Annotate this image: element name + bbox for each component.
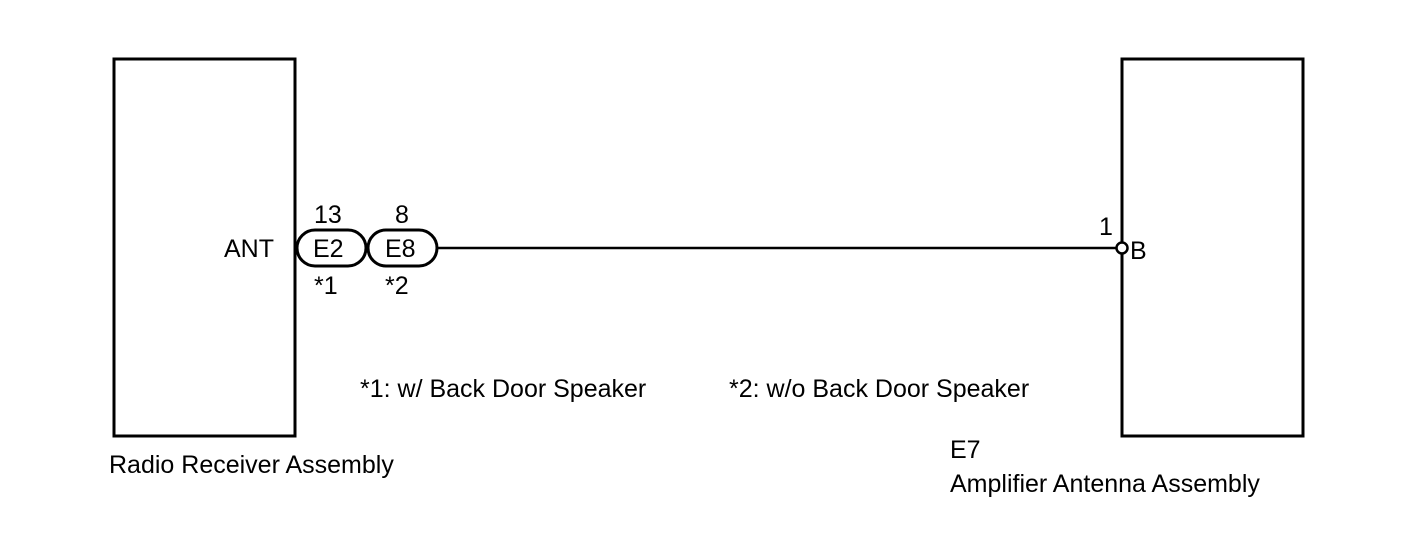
connector-e2-note: *1 <box>314 272 338 300</box>
terminal-b-label: B <box>1130 237 1147 265</box>
radio-receiver-label: Radio Receiver Assembly <box>109 451 394 479</box>
note-1: *1: w/ Back Door Speaker <box>360 375 647 403</box>
terminal-b-pin: 1 <box>1099 213 1113 241</box>
connector-e2-pin: 13 <box>314 201 342 229</box>
terminal-b-circle <box>1115 241 1129 255</box>
connector-e7-label: E7 <box>950 436 981 464</box>
note-2: *2: w/o Back Door Speaker <box>729 375 1030 403</box>
connector-e8-note: *2 <box>385 272 409 300</box>
connector-e8-pin: 8 <box>395 201 409 229</box>
connector-e2-id: E2 <box>313 235 344 263</box>
terminal-ant-label: ANT <box>224 235 274 263</box>
connector-e2-outline <box>295 228 368 268</box>
connector-e8-id: E8 <box>385 235 416 263</box>
amplifier-antenna-box <box>1120 57 1305 438</box>
radio-receiver-box <box>112 57 297 438</box>
amplifier-antenna-label: Amplifier Antenna Assembly <box>950 470 1260 498</box>
